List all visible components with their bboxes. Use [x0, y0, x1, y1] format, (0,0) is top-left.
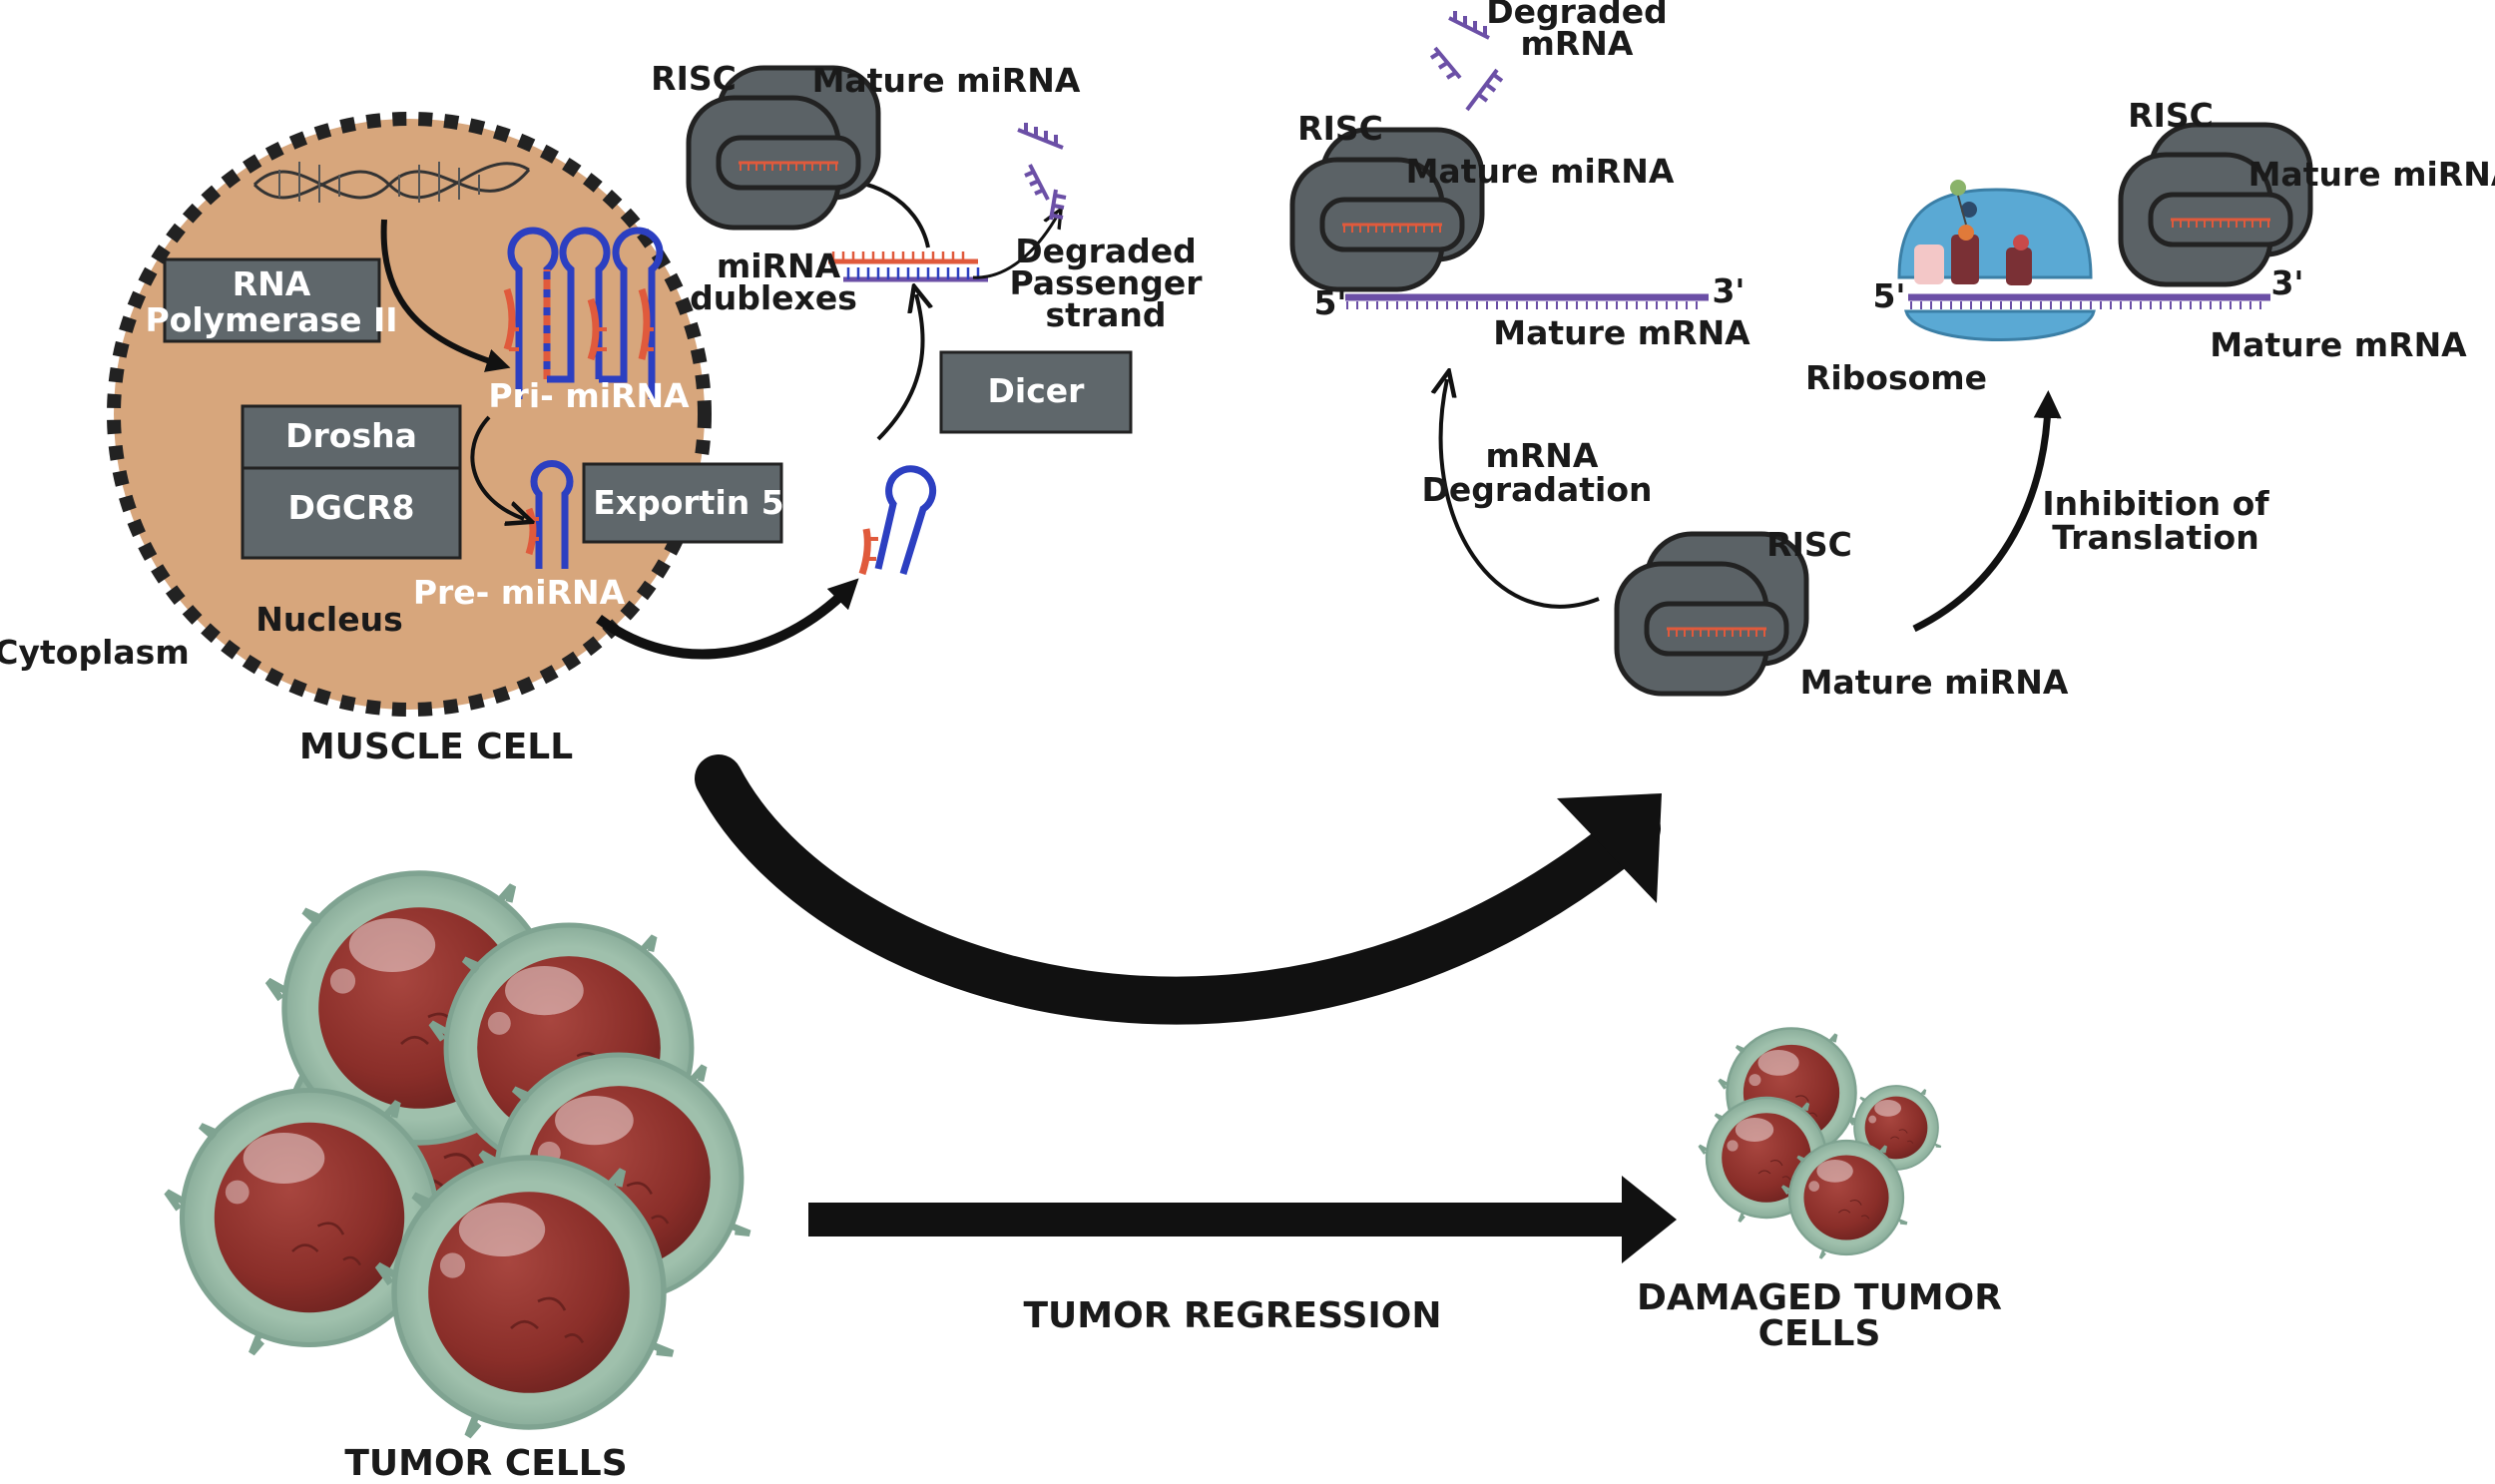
degraded-passenger-label-3: strand — [1045, 295, 1166, 334]
dna-helix-icon — [252, 162, 531, 203]
mirna-dublexes-label-2: dublexes — [690, 278, 857, 317]
ribosome-icon — [1897, 180, 2096, 341]
ribosome-label: Ribosome — [1805, 358, 1987, 397]
mrna-degradation-label-2: Degradation — [1421, 470, 1652, 509]
drosha-label: Drosha — [285, 416, 417, 455]
mature-mirna-label-3: Mature miRNA — [2248, 155, 2495, 194]
export-arrow — [596, 578, 859, 660]
mature-mrna-strand-1 — [1345, 293, 1709, 309]
five-prime-label-2: 5' — [1872, 276, 1905, 315]
mature-mirna-label-1: Mature miRNA — [812, 61, 1081, 100]
mature-mirna-label-4: Mature miRNA — [1800, 663, 2069, 702]
three-prime-label-1: 3' — [1712, 271, 1745, 310]
risc-label-1: RISC — [651, 59, 737, 98]
damaged-tumor-cells-icon — [1698, 1026, 1942, 1260]
mature-mrna-label-1: Mature mRNA — [1493, 313, 1750, 352]
nucleus-label: Nucleus — [255, 600, 403, 639]
transcription-arrow — [380, 219, 511, 372]
degraded-mrna-icon — [1429, 11, 1504, 112]
dicer-box: Dicer — [939, 350, 1133, 434]
mirna-dublexes-label-1: miRNA — [717, 247, 841, 285]
pri-mirna-icon — [503, 227, 664, 399]
inhibition-arrow — [1912, 390, 2062, 633]
mirna-duplex-icon — [828, 251, 988, 282]
damaged-tumor-label-1: DAMAGED TUMOR — [1637, 1277, 2002, 1318]
mrna-degradation-label-1: mRNA — [1486, 436, 1599, 475]
inhibition-label-1: Inhibition of — [2042, 484, 2269, 523]
degraded-mrna-label-1: Degraded — [1486, 0, 1668, 31]
risc-label-4: RISC — [1766, 525, 1852, 564]
degradation-arrow — [1441, 379, 1600, 609]
muscle-cell-label: MUSCLE CELL — [299, 727, 573, 767]
dicer-label: Dicer — [988, 371, 1086, 410]
inhibition-label-2: Translation — [2052, 518, 2258, 557]
mature-mrna-strand-2 — [1908, 293, 2270, 309]
risc-complex-icon-translation — [2121, 125, 2310, 284]
processing-arrow — [470, 415, 524, 519]
tumor-cells-icon — [167, 873, 749, 1436]
pre-mirna-label: Pre- miRNA — [413, 573, 626, 612]
risc-label-2: RISC — [1297, 109, 1383, 148]
cytoplasm-label: Cytoplasm — [0, 633, 190, 672]
tumor-regression-arrow — [808, 1176, 1677, 1263]
mature-mrna-label-2: Mature mRNA — [2210, 325, 2467, 364]
pri-mirna-label: Pri- miRNA — [488, 376, 690, 415]
degraded-passenger-label-1: Degraded — [1015, 232, 1197, 270]
risc-label-3: RISC — [2128, 96, 2214, 135]
rna-polymerase-box: RNA Polymerase II — [145, 257, 398, 343]
passenger-arrow — [972, 215, 1058, 279]
rna-pol-label-2: Polymerase II — [145, 300, 397, 339]
exportin-box: Exportin 5 — [582, 462, 784, 544]
three-prime-label-2: 3' — [2270, 263, 2303, 302]
degraded-mrna-label-2: mRNA — [1521, 24, 1634, 63]
dicer-arrow — [876, 294, 923, 441]
drosha-dgcr8-box: Drosha DGCR8 — [241, 404, 462, 560]
tumor-regression-label: TUMOR REGRESSION — [1023, 1295, 1441, 1336]
rna-pol-label-1: RNA — [233, 264, 311, 303]
mature-mirna-label-2: Mature miRNA — [1406, 152, 1675, 191]
pre-mirna-icon-cytoplasm — [858, 465, 937, 576]
tumor-cells-label: TUMOR CELLS — [344, 1443, 627, 1480]
delivery-arrow-head — [1557, 793, 1662, 903]
degraded-passenger-icon — [1017, 123, 1067, 221]
damaged-tumor-label-2: CELLS — [1758, 1313, 1881, 1354]
delivery-arrow — [695, 754, 1661, 1025]
exportin-label: Exportin 5 — [593, 483, 783, 522]
degraded-passenger-label-2: Passenger — [1009, 263, 1203, 302]
dgcr8-label: DGCR8 — [287, 488, 414, 527]
five-prime-label-1: 5' — [1313, 283, 1346, 322]
